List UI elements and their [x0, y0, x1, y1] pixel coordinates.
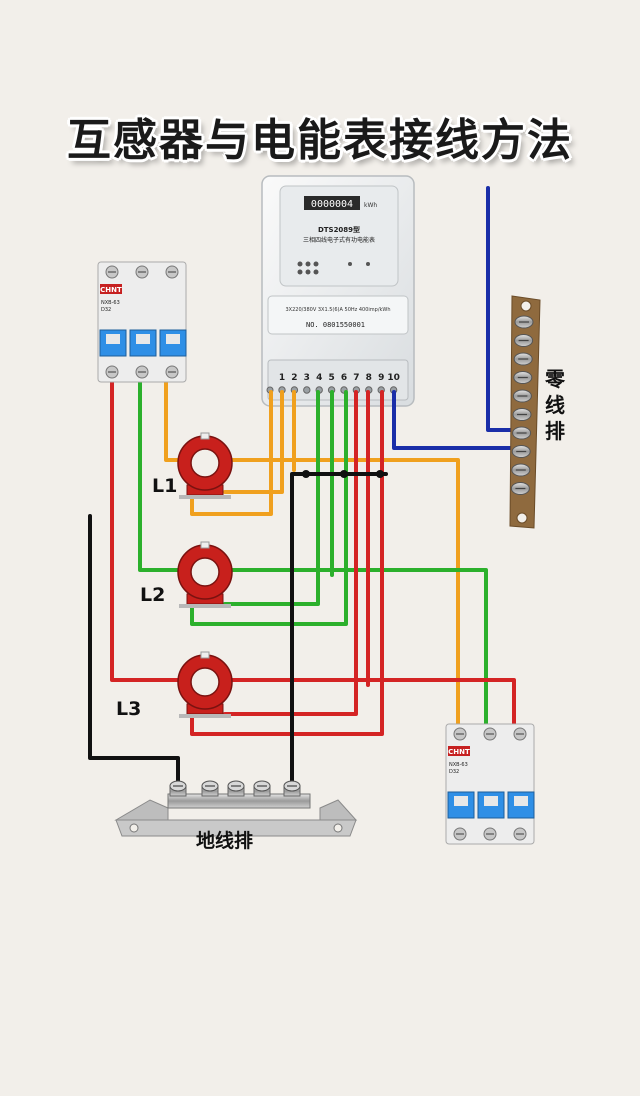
ground-bar-label: 地线排 [196, 830, 254, 852]
meter-spec: 3X220/380V 3X1.5(6)A 50Hz 400imp/kWh [285, 307, 390, 313]
ct-label-l3: L3 [116, 698, 142, 720]
meter-serial: NO. 0801550001 [306, 321, 365, 329]
wire-ct-common [290, 472, 388, 792]
current-transformers [177, 432, 233, 718]
ct-label-l2: L2 [140, 584, 166, 606]
wire-phase-c-load [228, 678, 516, 732]
meter-terminal-number: 10 [387, 373, 400, 383]
wire-phase-b-ct3 [190, 390, 348, 626]
meter-buttons [297, 261, 370, 275]
meter-terminal-number: 5 [328, 373, 334, 383]
neutral-bar-label: 零线排 [545, 367, 565, 443]
meter-reading: 0000004 [311, 199, 353, 210]
wire-phase-c-ct [223, 390, 358, 716]
ct-label-l1: L1 [152, 475, 178, 497]
wire-phase-c-ct3 [190, 390, 384, 736]
ct-3 [177, 651, 233, 718]
meter-unit: kWh [364, 202, 377, 209]
neutral-bar [509, 295, 541, 529]
wire-ground [88, 514, 180, 792]
meter-terminal-number: 9 [378, 373, 384, 383]
meter-model: DTS2089型 [318, 225, 360, 234]
wire-phase-c-supply [110, 378, 188, 682]
ct-1 [177, 432, 233, 499]
breaker-rating: D32 [101, 307, 111, 313]
meter-terminal-number: 3 [304, 373, 310, 383]
ground-bar [114, 780, 358, 837]
wire-phase-b-ct [223, 390, 320, 606]
brand-badge [448, 746, 470, 756]
wire-phase-a-ct [223, 390, 284, 494]
meter-terminal-number: 7 [353, 373, 359, 383]
breaker-brand: CHNT [100, 286, 122, 294]
meter-terminal-number: 8 [366, 373, 372, 383]
meter-terminal-number: 4 [316, 373, 322, 383]
breaker-rating: D32 [449, 769, 459, 775]
electric-meter: 0000004 kWh DTS2089型 三相四线电子式有功电能表 3X220/… [261, 175, 415, 407]
breaker-brand: CHNT [448, 748, 470, 756]
ct-2 [177, 541, 233, 608]
brand-badge [100, 284, 122, 294]
wire-phase-a-ct3 [190, 390, 273, 516]
wires [88, 186, 516, 792]
breaker-model: NXB-63 [101, 300, 120, 306]
meter-terminal-screw [303, 386, 311, 394]
meter-terminal-number: 6 [341, 373, 347, 383]
meter-display [304, 196, 360, 210]
wire-neutral [486, 186, 516, 432]
meter-name: 三相四线电子式有功电能表 [303, 236, 375, 244]
page-title: 互感器与电能表接线方法 [67, 115, 573, 166]
wire-phase-a-load [228, 458, 460, 732]
wire-phase-b-supply [138, 378, 192, 572]
wire-phase-b-load [228, 568, 488, 732]
meter-terminal-number: 1 [279, 373, 285, 383]
breaker-model: NXB-63 [449, 762, 468, 768]
meter-terminal-number: 2 [291, 373, 297, 383]
